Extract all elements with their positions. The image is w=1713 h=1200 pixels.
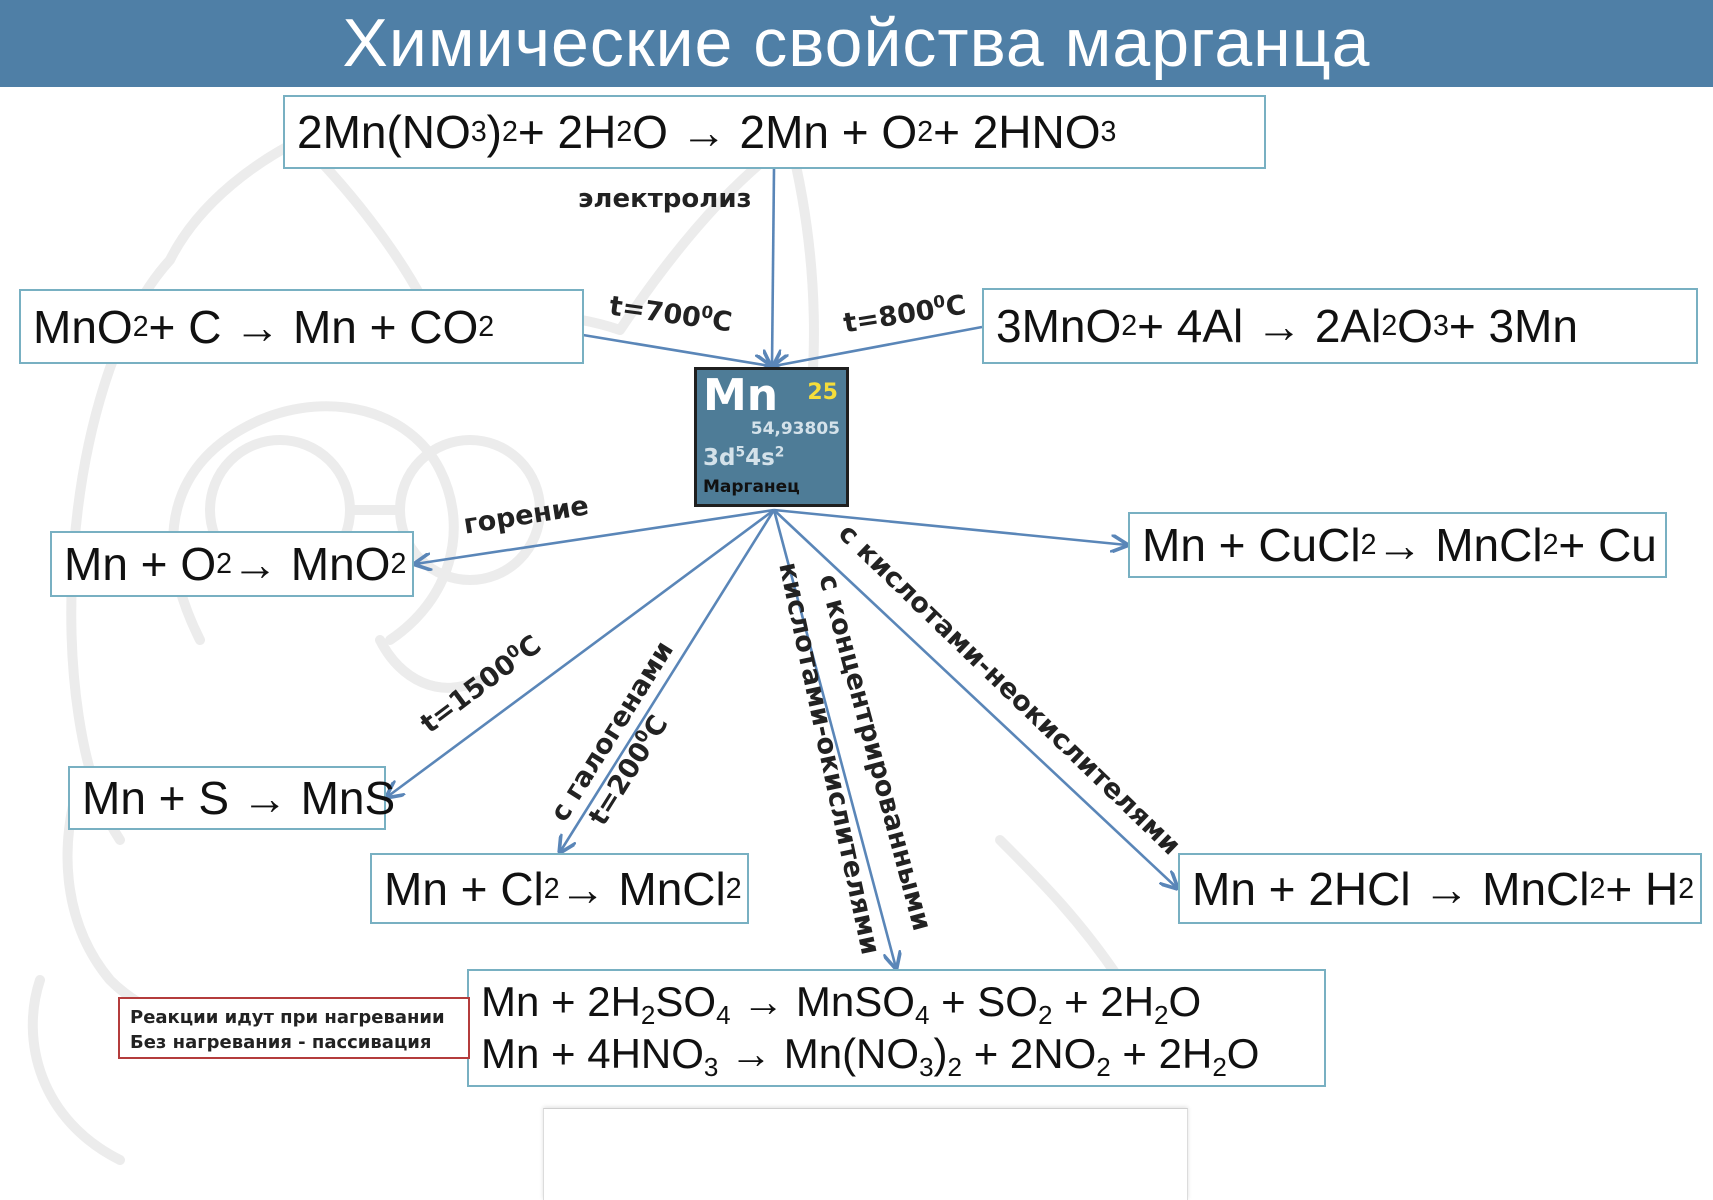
arrow-carbon [582,333,770,366]
arrow-oxidizing-acids [772,509,896,968]
blank-bottom-panel [543,1108,1188,1200]
note-line-2: Без нагревания - пассивация [130,1032,432,1053]
arrow-electrolysis [772,168,774,366]
arrow-sulfur [387,508,775,797]
arrow-combustion [415,508,775,564]
element-name: Марганец [703,477,800,497]
arrow-aluminothermy [774,325,983,366]
atomic-mass: 54,93805 [750,419,840,439]
equation-nitric-acid: Mn + 4HNO3 → Mn(NO3)2 + 2NO2 + 2H2O [481,1030,1260,1082]
equation-sulfur: Mn + S → MnS [68,766,395,830]
label-electrolysis: электролиз [578,184,752,214]
arrow-chlorine [560,509,776,852]
electron-configuration: 3d54s2 [703,444,785,471]
equation-sulfuric-acid: Mn + 2H2SO4 → MnSO4 + SO2 + 2H2O [481,978,1202,1030]
arrow-copper [773,508,1127,545]
page-title: Химические свойства марганца [0,0,1713,87]
atomic-number: 25 [807,380,838,405]
element-symbol: Mn [703,370,779,421]
arrow-hcl [773,509,1177,888]
note-line-1: Реакции идут при нагревании [130,1007,445,1028]
heating-note: Реакции идут при нагревании Без нагреван… [118,997,470,1059]
manganese-element-tile: Mn 25 54,93805 3d54s2 Марганец [694,367,849,507]
equations-oxidizing-acids: Mn + 2H2SO4 → MnSO4 + SO2 + 2H2O Mn + 4H… [467,969,1326,1087]
